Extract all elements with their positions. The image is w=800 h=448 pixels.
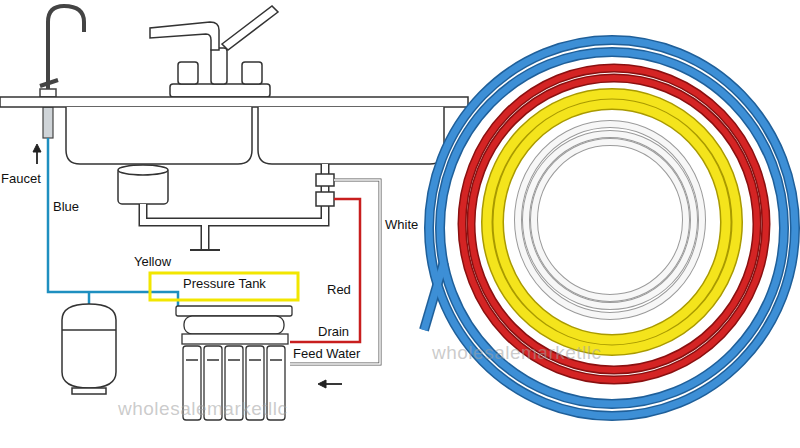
watermark: wholesalemarketllc (118, 398, 288, 420)
tube-label: Yellow (134, 255, 171, 270)
tube-label: Faucet (1, 172, 41, 187)
tubing (48, 138, 380, 364)
tube-label: Red (327, 283, 351, 298)
pressure-tank (62, 304, 116, 394)
tube-coils (424, 40, 795, 416)
tube-label: Pressure Tank (183, 277, 266, 292)
tube-label: Blue (53, 200, 79, 215)
tube-label: White (385, 218, 418, 233)
port-label: Feed Water (293, 347, 360, 362)
drain-pipes (118, 164, 334, 250)
port-label: Drain (318, 325, 349, 340)
countertop-sink (0, 97, 468, 164)
watermark: wholesalemarketllc (432, 342, 602, 364)
kitchen-faucet (150, 6, 278, 97)
